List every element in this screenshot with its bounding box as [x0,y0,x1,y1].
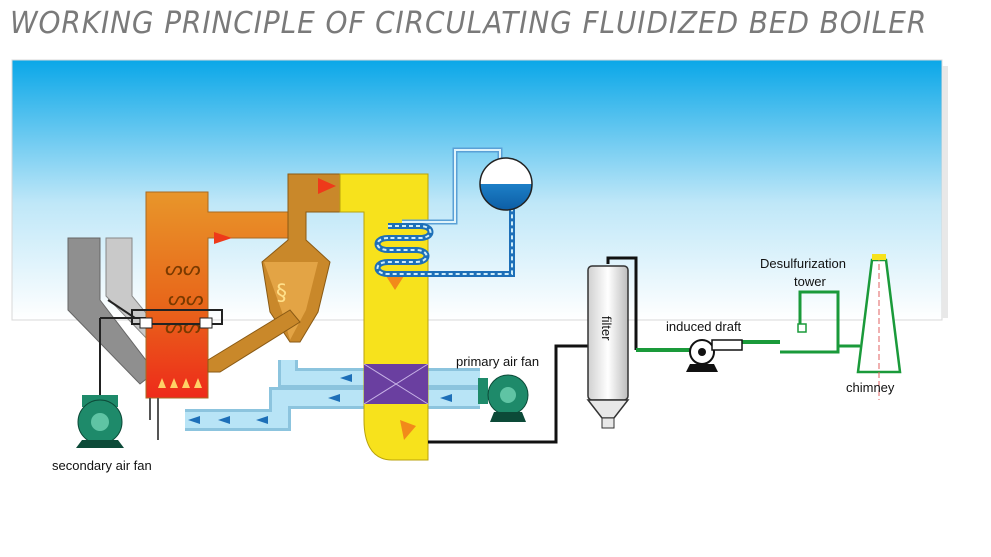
primary-air-fan [478,374,529,422]
primary-air-duct [185,360,480,431]
flue-gas-path [428,256,638,444]
boiler-body [339,173,429,461]
secondary-air-fan-label: secondary air fan [52,458,152,473]
induced-draft-fan [686,339,743,372]
page-title: WORKING PRINCIPLE OF CIRCULATING FLUIDIZ… [10,6,928,41]
flow-arrow-icon [400,420,416,440]
flame-swirl-icon: ᔕᔕ [165,256,201,280]
clean-flue-pipe [636,290,860,354]
flame-swirl-icon: ᔕᔕ [165,314,201,338]
desulfurization-tower [797,323,807,333]
cyclone-swirl-icon: § [276,281,287,306]
cyclone-separator: § [207,173,341,373]
primary-air-fan-label: primary air fan [456,354,539,369]
chimney [856,254,902,400]
filter: filter [586,265,630,429]
flow-arrow-icon [214,232,232,244]
flame-swirl-icon: ᔕᔕ [168,286,204,310]
furnace: ᔕᔕ ᔕᔕ ᔕᔕ [99,191,289,440]
filter-label: filter [599,316,614,341]
steam-water-pipes [374,147,515,277]
steam-drum [479,157,533,211]
desulfurization-tower-label: Desulfurization [760,256,846,271]
flow-arrow-icon [386,276,404,290]
flow-arrow-icon [318,178,336,194]
desulfurization-tower-label-line2: tower [794,274,826,289]
chimney-label: chimney [846,380,895,395]
fire-grate-icon [158,378,202,388]
induced-draft-label: induced draft [666,319,742,334]
secondary-air-fan [76,395,124,448]
